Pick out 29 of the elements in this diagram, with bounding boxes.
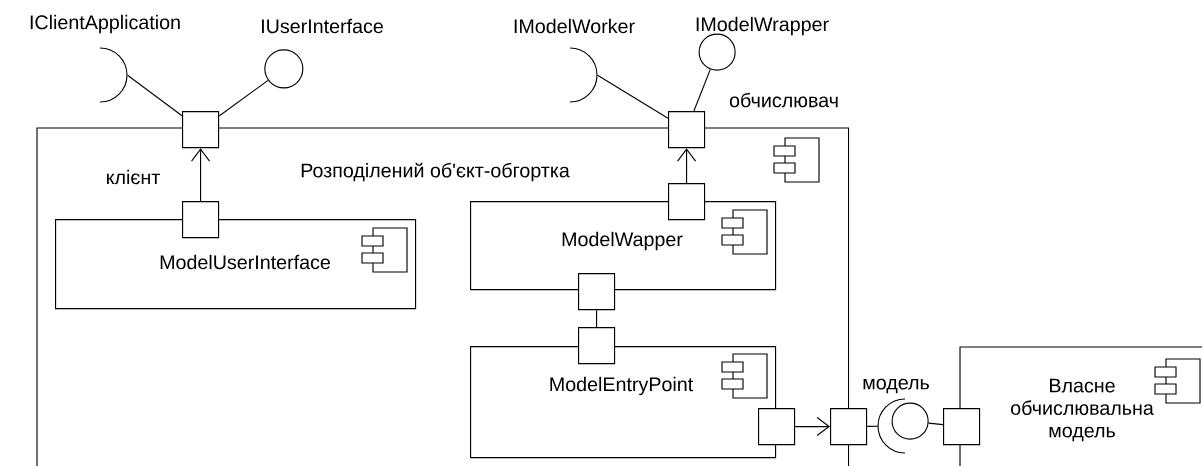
port-square xyxy=(758,408,796,446)
arrow xyxy=(191,148,211,202)
port-square xyxy=(830,408,868,446)
port-label: клієнт xyxy=(107,169,160,185)
connector-line xyxy=(693,68,711,112)
arrow xyxy=(677,148,697,184)
port-label: обчислювач xyxy=(729,92,838,108)
connector-line xyxy=(597,74,669,119)
connector-line xyxy=(127,74,183,117)
interface-label: IUserInterface xyxy=(262,18,383,34)
port-square xyxy=(182,201,220,239)
interface-label: IModelWorker xyxy=(514,18,635,34)
connector-line xyxy=(866,425,879,427)
interface-label: IClientApplication xyxy=(30,14,180,34)
port-square xyxy=(578,273,616,311)
port-square xyxy=(943,408,981,446)
arrow xyxy=(794,417,830,437)
port-square xyxy=(668,183,706,221)
component-name: ModelWapper xyxy=(562,231,683,251)
connector-line xyxy=(596,309,598,328)
interface-label: модель xyxy=(863,378,929,394)
connector-line xyxy=(218,79,269,117)
component-name: Розподілений об'єкт-обгортка xyxy=(301,162,570,182)
component-name: ModelUserInterface xyxy=(160,254,330,270)
component-name: Власне обчислювальна модель xyxy=(1011,378,1154,442)
interface-label: IModelWrapper xyxy=(696,16,829,36)
port-square xyxy=(578,327,616,365)
component-name: ModelEntryPoint xyxy=(550,376,694,396)
connector-line xyxy=(928,422,944,426)
